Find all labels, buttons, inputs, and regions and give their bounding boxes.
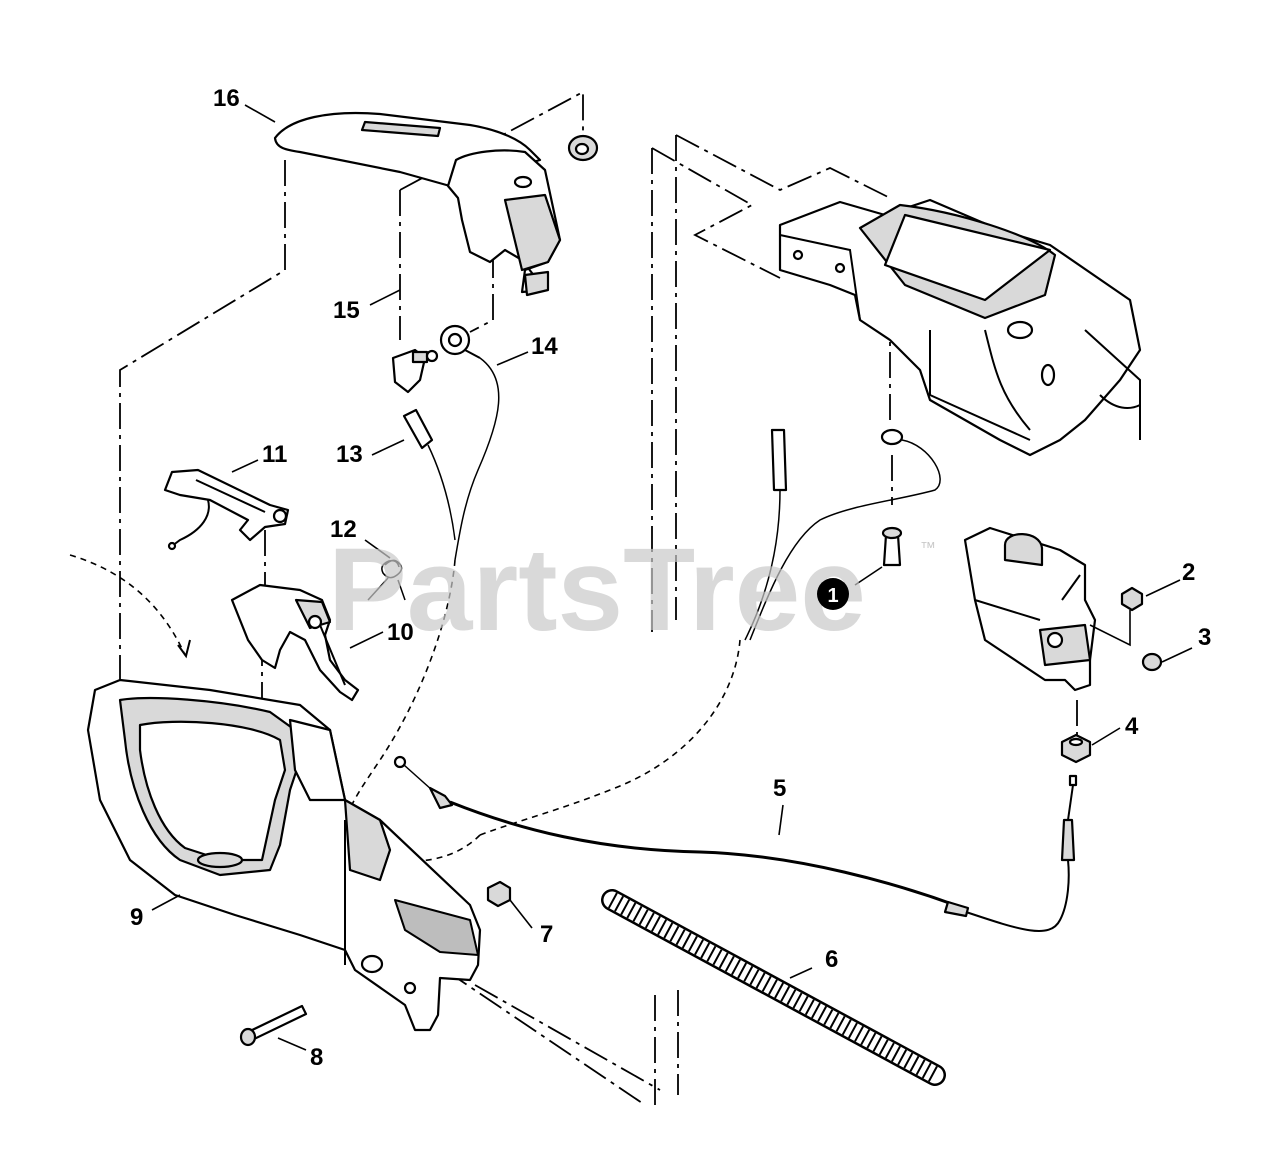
- callout-15[interactable]: 15: [333, 297, 360, 324]
- callout-16[interactable]: 16: [213, 85, 240, 112]
- part-2-nut: [1120, 586, 1144, 612]
- callout-10[interactable]: 10: [387, 619, 414, 646]
- part-washer-top: [567, 134, 599, 162]
- part-3-bushing: [1141, 652, 1163, 672]
- callout-4[interactable]: 4: [1125, 713, 1139, 740]
- part-engine-housing: [744, 198, 1142, 641]
- trademark-symbol: ™: [920, 540, 936, 557]
- callout-2[interactable]: 2: [1182, 559, 1195, 586]
- part-10-trigger: [230, 583, 360, 702]
- part-13-connector: [402, 408, 456, 541]
- callouts: 16 15 14 13 11 12 10 9 8 7 6 5 4 3 2 1: [130, 85, 1211, 1071]
- part-15-switch: [391, 348, 439, 394]
- watermark-text: PartsTree: [328, 524, 866, 656]
- part-8-bolt: [239, 1004, 308, 1047]
- part-11-lever: [163, 468, 290, 551]
- callout-14[interactable]: 14: [531, 333, 558, 360]
- wire-routes: [69, 554, 741, 863]
- callout-13[interactable]: 13: [336, 441, 363, 468]
- callout-1-badge[interactable]: 1: [817, 578, 849, 610]
- part-1-screw: [881, 526, 903, 567]
- callout-6[interactable]: 6: [825, 946, 838, 973]
- callout-11[interactable]: 11: [262, 441, 287, 468]
- callout-8[interactable]: 8: [310, 1044, 323, 1071]
- part-5-throttle-cable: [393, 755, 1078, 932]
- callout-3[interactable]: 3: [1198, 624, 1211, 651]
- part-16-handle-cover: [273, 111, 562, 297]
- part-9-rear-handle: [86, 678, 482, 1032]
- part-12-spring: [367, 559, 406, 601]
- callout-7[interactable]: 7: [540, 921, 553, 948]
- callout-1[interactable]: 1: [827, 585, 838, 607]
- watermark: PartsTree ™: [328, 524, 936, 656]
- part-7-nut: [486, 880, 512, 908]
- callout-9[interactable]: 9: [130, 904, 143, 931]
- leader-lines: [151, 104, 1193, 1051]
- callout-5[interactable]: 5: [773, 775, 786, 802]
- part-14-terminal: [439, 324, 500, 561]
- part-carburetor: [963, 526, 1097, 692]
- part-6-tube: [601, 889, 946, 1086]
- callout-12[interactable]: 12: [330, 516, 357, 543]
- part-4-nut: [1060, 733, 1092, 764]
